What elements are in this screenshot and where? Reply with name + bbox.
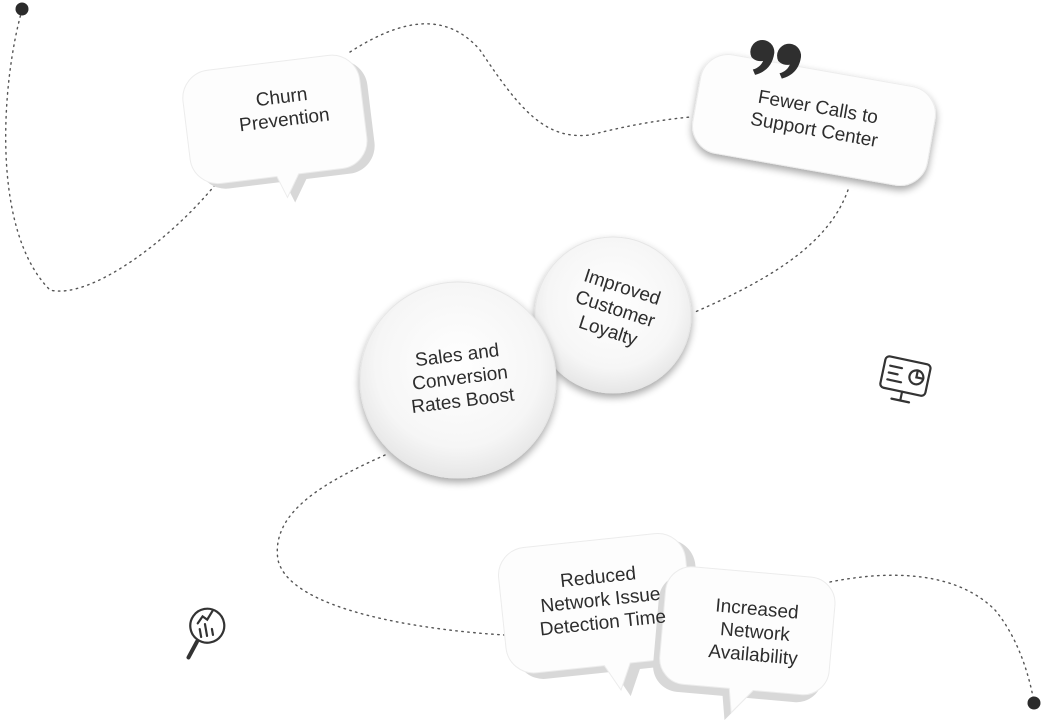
- bubble-increased-availability: [653, 566, 836, 720]
- bubble-fewer-calls: [692, 54, 936, 186]
- path-fewer-calls-to-loyalty: [694, 189, 849, 313]
- magnifier-chart-icon: [186, 607, 226, 660]
- monitor-chart-icon: [879, 355, 932, 404]
- quote-icon: [750, 40, 802, 79]
- path-sales-to-detection: [276, 454, 506, 636]
- bubble-churn-prevention: [182, 54, 375, 203]
- start-dot: [15, 2, 29, 16]
- path-availability-to-end: [829, 574, 1035, 703]
- circle-improved-loyalty: [534, 236, 692, 394]
- journey-path: [4, 9, 1035, 703]
- path-churn-to-fewer-calls: [349, 23, 691, 137]
- circle-sales-boost: [359, 281, 557, 479]
- end-dot: [1027, 696, 1041, 710]
- label-increased-availability: Increased Network Availability: [707, 595, 800, 670]
- path-start-to-churn: [4, 9, 216, 292]
